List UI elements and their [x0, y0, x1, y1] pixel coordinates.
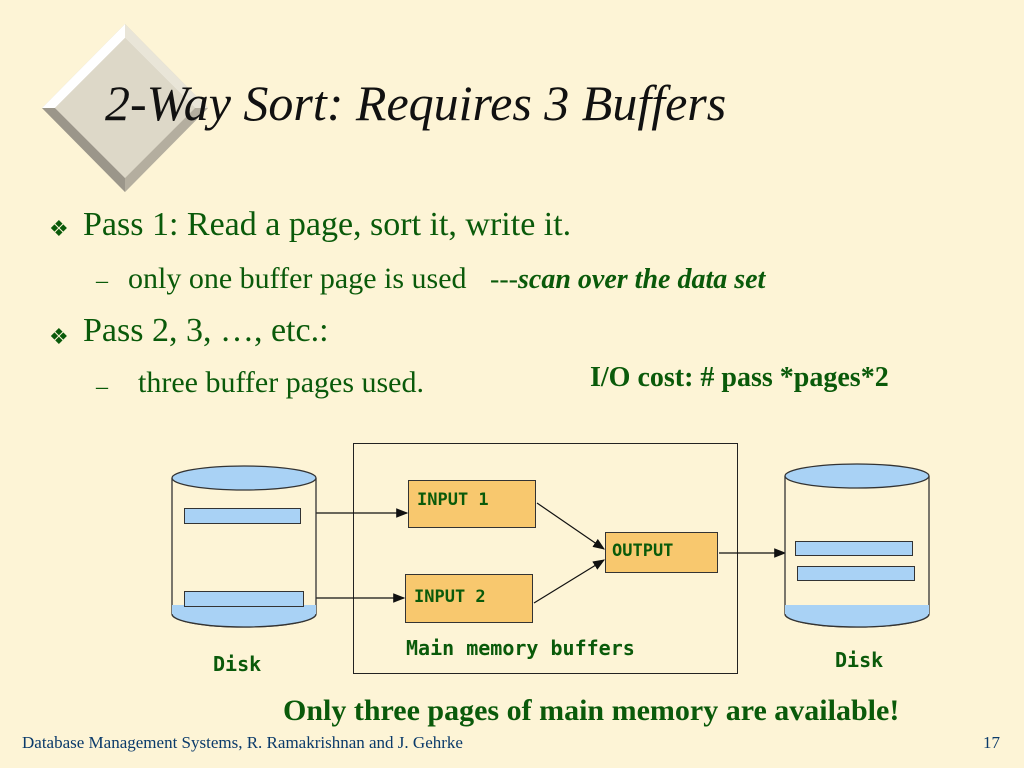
left-disk-page-1 [184, 508, 301, 524]
right-disk-page-1 [795, 541, 913, 556]
sub-bullet-three-buffers: three buffer pages used. [138, 366, 424, 399]
sub-bullet-dashes: --- [490, 264, 519, 295]
main-memory-box [353, 443, 738, 674]
bullet-pass-2: Pass 2, 3, …, etc.: [83, 312, 329, 349]
bullet-marker-icon: ❖ [49, 324, 69, 349]
memory-label: Main memory buffers [406, 636, 635, 660]
output-label: OUTPUT [612, 541, 674, 561]
right-disk-page-2 [797, 566, 915, 581]
footer-citation: Database Management Systems, R. Ramakris… [22, 733, 463, 752]
input-1-buffer: INPUT 1 [408, 480, 536, 528]
left-disk-label: Disk [213, 652, 262, 676]
sub-bullet-dash: – [96, 268, 108, 294]
memory-availability-note: Only three pages of main memory are avai… [283, 694, 900, 727]
bullet-pass-1: Pass 1: Read a page, sort it, write it. [83, 206, 572, 243]
sub-bullet-dash: – [96, 374, 108, 400]
sub-bullet-one-buffer: only one buffer page is used ---scan ove… [128, 262, 765, 296]
scan-emphasis: scan over the data set [518, 264, 766, 295]
left-disk-icon [171, 465, 317, 628]
input-2-label: INPUT 2 [414, 587, 486, 607]
sub-bullet-text: only one buffer page is used [128, 262, 467, 295]
left-disk-page-2 [184, 591, 304, 607]
input-1-label: INPUT 1 [417, 490, 489, 510]
bullet-marker-icon: ❖ [49, 216, 69, 241]
input-2-buffer: INPUT 2 [405, 574, 533, 623]
page-number: 17 [983, 733, 1000, 752]
output-buffer: OUTPUT [605, 532, 718, 573]
right-disk-label: Disk [835, 648, 884, 672]
arrow-input2-to-output [533, 559, 606, 604]
diamond-logo-icon [42, 24, 208, 192]
slide-title: 2-Way Sort: Requires 3 Buffers [105, 75, 727, 131]
arrow-input1-to-output [536, 502, 605, 550]
io-cost-note: I/O cost: # pass *pages*2 [590, 362, 889, 393]
